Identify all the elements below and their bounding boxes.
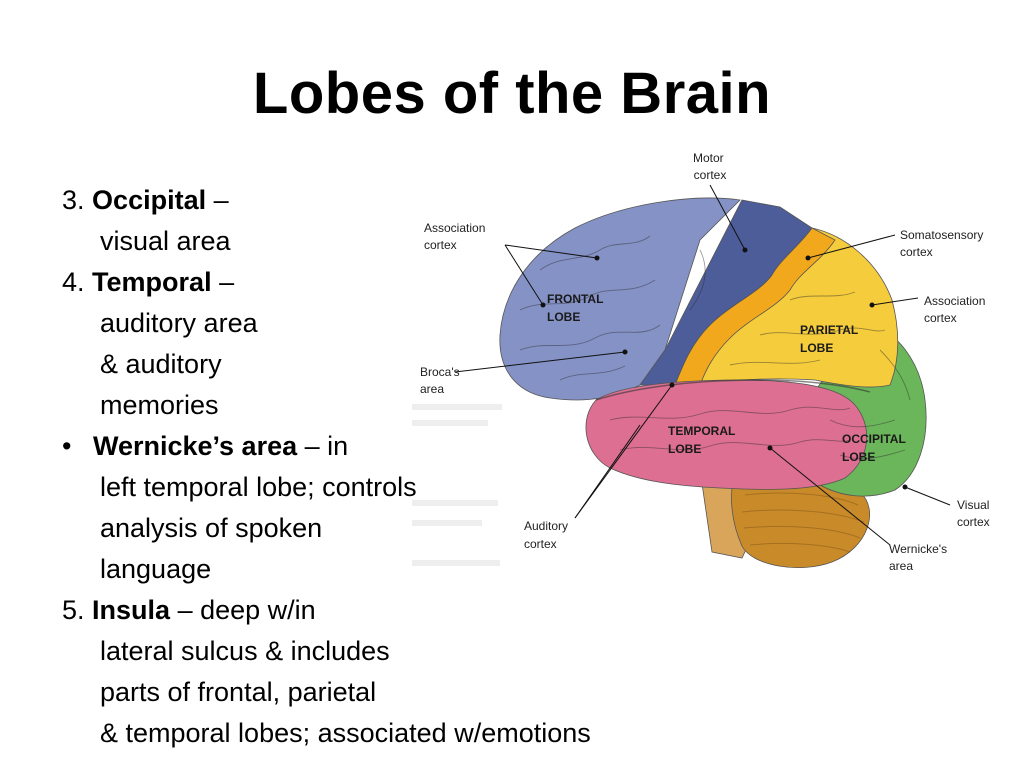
list-line: & auditory <box>100 349 222 379</box>
list-line: language <box>100 554 212 584</box>
lobe-label-parietal: PARIETAL LOBE <box>800 323 861 355</box>
list-item-insula: 5. Insula – deep w/in <box>62 590 316 631</box>
list-line: & temporal lobes; associated w/emotions <box>100 718 591 748</box>
list-marker: 3. <box>62 185 85 215</box>
list-line: parts of frontal, parietal <box>100 677 377 707</box>
list-item-wernickes-area: • Wernicke’s area – in <box>62 426 348 467</box>
lobe-label-occipital: OCCIPITAL LOBE <box>842 432 909 464</box>
term-temporal: Temporal <box>92 267 212 297</box>
list-line: analysis of spoken <box>100 513 323 543</box>
term-insula: Insula <box>92 595 171 625</box>
list-line: auditory area <box>100 308 258 338</box>
list-marker: 5. <box>62 595 85 625</box>
label-auditory-cortex: Auditory cortex <box>524 519 571 551</box>
background-ghost-text <box>412 404 502 566</box>
lobe-label-temporal: TEMPORAL LOBE <box>668 424 738 456</box>
label-motor-cortex: Motor cortex <box>693 151 727 182</box>
list-line: left temporal lobe; controls <box>100 472 417 502</box>
label-somatosensory-cortex: Somatosensory cortex <box>900 228 987 259</box>
slide-title: Lobes of the Brain <box>252 61 772 126</box>
label-association-cortex-left: Association cortex <box>424 221 489 252</box>
label-brocas-area: Broca's area <box>420 365 463 396</box>
label-visual-cortex: Visual cortex <box>957 498 993 529</box>
label-wernickes-area: Wernicke's area <box>889 542 950 573</box>
term-suffix: – deep w/in <box>170 595 316 625</box>
term-wernickes-area: Wernicke’s area <box>92 431 298 461</box>
list-marker: 4. <box>62 267 85 297</box>
list-item-occipital: 3. Occipital – <box>62 180 229 221</box>
frontal-lobe <box>499 197 741 401</box>
lobe-label-frontal: FRONTAL LOBE <box>547 292 607 324</box>
term-suffix: – <box>211 267 235 297</box>
label-association-cortex-right: Association cortex <box>924 294 989 325</box>
bullet-marker: • <box>62 431 72 461</box>
term-occipital: Occipital <box>92 185 207 215</box>
list-line: visual area <box>100 226 231 256</box>
brain-diagram: Motor cortex Association cortex Somatose… <box>412 151 993 573</box>
list-line: memories <box>100 390 219 420</box>
list-line: lateral sulcus & includes <box>100 636 390 666</box>
list-item-temporal: 4. Temporal – <box>62 262 234 303</box>
term-suffix: – in <box>297 431 349 461</box>
term-suffix: – <box>206 185 229 215</box>
